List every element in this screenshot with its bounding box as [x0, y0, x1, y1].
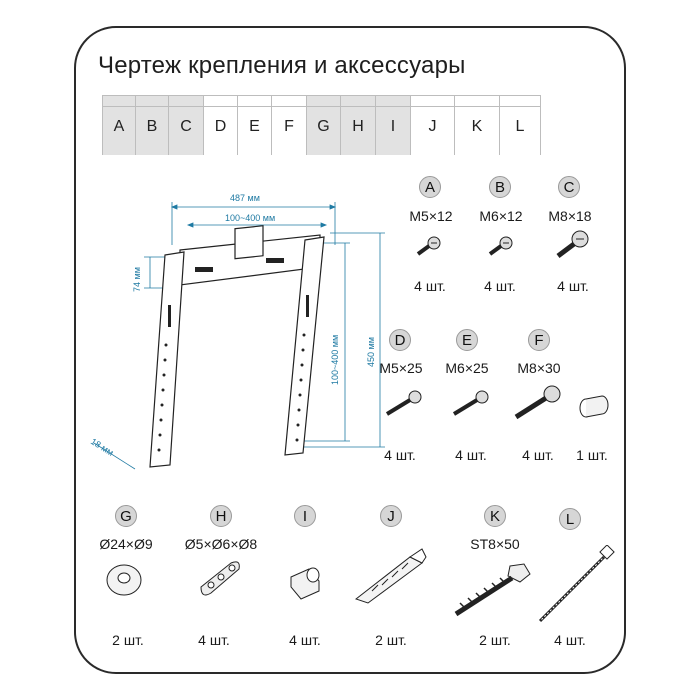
spec-a: M5×12 [409, 208, 453, 224]
strip-letter: I [390, 118, 396, 135]
strip-cell-b: B [135, 95, 168, 155]
strip-cell-i: I [375, 95, 410, 155]
strip-letter: K [471, 118, 483, 135]
spec-b: M6×12 [479, 208, 523, 224]
mount-drawing: 487 мм 100~400 мм 74 мм 100~400 мм 450 м… [89, 193, 385, 470]
strip-letter: L [515, 118, 525, 135]
badge-k: K [484, 505, 506, 527]
badge-e: E [456, 329, 478, 351]
badge-f: F [528, 329, 550, 351]
screw-long-icon [385, 390, 422, 416]
strip-letter: H [352, 118, 364, 135]
strip-cell-e: E [237, 95, 271, 155]
qty-l: 4 шт. [554, 632, 586, 648]
strip-cell-k: K [454, 95, 499, 155]
badge-g: G [115, 505, 137, 527]
badge-j: J [380, 505, 402, 527]
strip-cell-f: F [271, 95, 306, 155]
strip-cell-l: L [499, 95, 541, 155]
spec-k: ST8×50 [470, 536, 520, 552]
qty-j: 2 шт. [375, 632, 407, 648]
qty-c: 4 шт. [557, 278, 589, 294]
dim-depth: 18 мм [89, 436, 115, 458]
strip-cell-j: J [410, 95, 454, 155]
strip-cell-g: G [306, 95, 340, 155]
qty-g: 2 шт. [112, 632, 144, 648]
qty-h: 4 шт. [198, 632, 230, 648]
strip-cell-a: A [102, 95, 135, 155]
qty-b: 4 шт. [484, 278, 516, 294]
qty-d: 4 шт. [384, 447, 416, 463]
spec-c: M8×18 [548, 208, 592, 224]
dim-total-height: 450 мм [366, 337, 376, 367]
screw-long-icon [514, 385, 561, 420]
badge-b: B [489, 176, 511, 198]
screw-icon [556, 230, 589, 258]
strip-letter: A [113, 118, 125, 135]
badge-l: L [559, 508, 581, 530]
badge-a: A [419, 176, 441, 198]
strip-cell-h: H [340, 95, 375, 155]
qty-e: 4 шт. [455, 447, 487, 463]
dim-total-width: 487 мм [230, 193, 260, 203]
parts-index-strip: A B C D E F G H I J K L [102, 95, 541, 155]
qty-f: 4 шт. [522, 447, 554, 463]
badge-i: I [294, 505, 316, 527]
strip-cell-c: C [168, 95, 203, 155]
qty-a: 4 шт. [414, 278, 446, 294]
dim-hole-width: 100~400 мм [225, 213, 275, 223]
strip-letter: J [428, 118, 437, 135]
badge-c: C [558, 176, 580, 198]
wall-anchor-icon [354, 548, 427, 604]
screw-short-icon [416, 236, 441, 256]
spacer-icon [290, 567, 320, 600]
badge-d: D [389, 329, 411, 351]
spec-f: M8×30 [517, 360, 561, 376]
washer-icon [106, 564, 142, 596]
spec-h: Ø5×Ø6×Ø8 [184, 536, 258, 552]
strip-letter: B [146, 118, 158, 135]
bracket-plate-icon [200, 561, 240, 596]
badge-h: H [210, 505, 232, 527]
dim-hole-height: 100~400 мм [330, 335, 340, 385]
strip-letter: G [317, 118, 330, 135]
dim-small-height: 74 мм [132, 267, 142, 292]
qty-i: 4 шт. [289, 632, 321, 648]
strip-letter: E [249, 118, 260, 135]
strip-letter: D [214, 118, 227, 135]
qty-k: 2 шт. [479, 632, 511, 648]
lag-bolt-icon [454, 563, 531, 617]
screw-short-icon [488, 236, 513, 256]
strip-letter: C [180, 118, 192, 135]
strip-cell-d: D [203, 95, 237, 155]
cable-tie-icon [538, 545, 615, 623]
spacer-cylinder-icon [579, 395, 609, 418]
screw-long-icon [452, 390, 489, 416]
spec-d: M5×25 [379, 360, 423, 376]
page-title: Чертеж крепления и аксессуары [98, 52, 466, 79]
qty-f-spacer: 1 шт. [576, 447, 608, 463]
spec-e: M6×25 [445, 360, 489, 376]
manual-frame [74, 26, 626, 674]
strip-letter: F [284, 118, 294, 135]
spec-g: Ø24×Ø9 [99, 536, 153, 552]
